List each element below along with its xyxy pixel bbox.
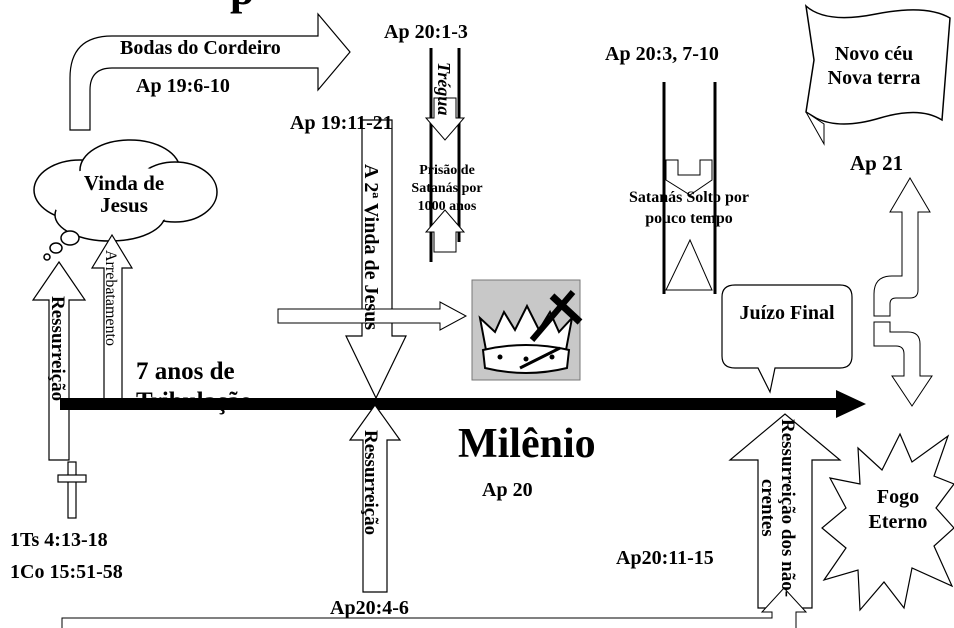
heaven-arrow xyxy=(873,177,931,317)
judgment-label: Juízo Final xyxy=(739,302,835,324)
bottom-arrow xyxy=(61,587,808,628)
mid-resurrection-arrow xyxy=(348,403,402,593)
unbelievers-arrow xyxy=(728,413,842,609)
title-fragment: p xyxy=(230,0,254,14)
binding-shape xyxy=(424,48,466,262)
unbelievers-label: Ressurreição dos não-crentes xyxy=(756,418,798,598)
coming-label: Vinda de Jesus xyxy=(83,171,165,218)
second-coming-label: A 2ª Vinda de Jesus xyxy=(360,163,382,331)
eternal-fire-label: Fogo Eterno xyxy=(868,486,928,533)
unbelievers-ref: Ap20:11-15 xyxy=(616,547,714,569)
new-heaven-ref: Ap 21 xyxy=(850,151,904,175)
wedding-ref: Ap 19:6-10 xyxy=(136,75,230,97)
resurrection-label: Ressurreição xyxy=(46,296,68,402)
loosed-shape xyxy=(662,82,717,294)
new-heaven-label: Novo céu Nova terra xyxy=(827,43,921,89)
fire-arrow xyxy=(873,321,933,407)
wedding-title: Bodas do Cordeiro xyxy=(120,37,281,59)
truce-label: Trégua xyxy=(433,62,454,116)
judgment-bubble xyxy=(721,284,853,394)
loosed-ref: Ap 20:3, 7-10 xyxy=(605,43,719,65)
rapture-label: Arrebatamento xyxy=(101,250,119,346)
millennium-title: Milênio xyxy=(458,421,596,467)
loosed-label: Satanás Solto por pouco tempo xyxy=(628,189,750,227)
timeline-arrow xyxy=(60,390,866,418)
crown-with-cross-icon xyxy=(471,279,583,381)
mid-resurrection-label: Ressurreição xyxy=(359,430,381,536)
wedding-arrow xyxy=(69,12,351,131)
crown-arrow xyxy=(277,301,468,331)
binding-ref: Ap 20:1-3 xyxy=(384,21,468,43)
eternal-fire-burst xyxy=(821,432,954,612)
ref-thessalonians: 1Ts 4:13-18 xyxy=(10,529,108,551)
millennium-ref: Ap 20 xyxy=(482,479,533,501)
resurrection-arrow xyxy=(31,260,87,461)
cross-icon xyxy=(57,461,87,519)
second-coming-ref: Ap 19:11-21 xyxy=(290,112,393,134)
tribulation-label: 7 anos de Tribulação xyxy=(136,358,253,415)
rapture-arrow xyxy=(90,233,134,409)
binding-label: Prisão de Satanás por 1000 anos xyxy=(411,163,483,215)
ref-corinthians: 1Co 15:51-58 xyxy=(10,561,123,583)
mid-resurrection-ref: Ap20:4-6 xyxy=(330,597,409,619)
second-coming-arrow xyxy=(345,119,407,400)
new-heaven-banner xyxy=(804,4,951,125)
